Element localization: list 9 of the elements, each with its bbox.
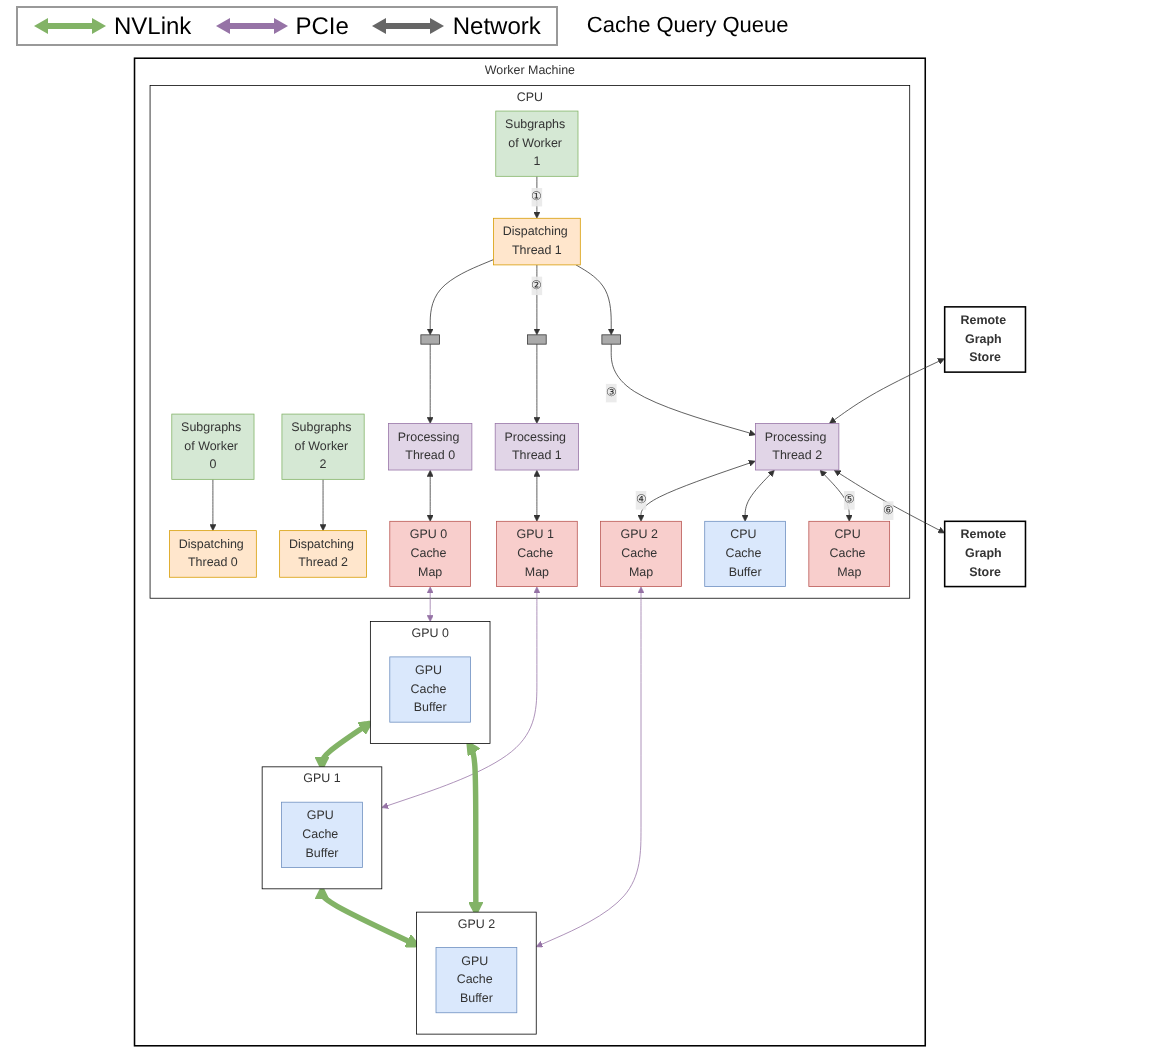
arrow [314,885,421,948]
arrow [466,740,484,917]
legend-label: NVLink [114,12,192,40]
node-bar [527,334,547,345]
node-bar [601,334,621,345]
queue-label: Cache Query Queue [586,14,789,38]
legend-label: PCIe [295,12,349,40]
node-bar [420,334,440,345]
legend-label: Network [452,12,541,40]
